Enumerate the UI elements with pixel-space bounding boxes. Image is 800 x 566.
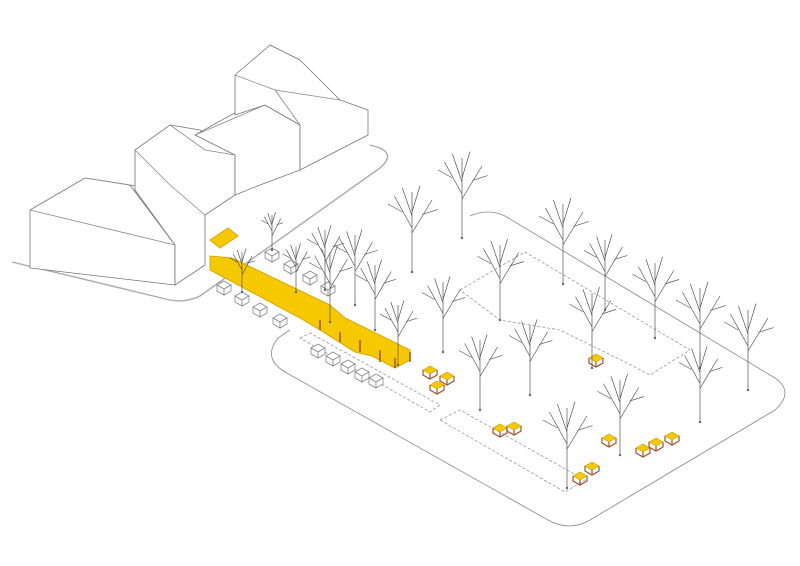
planter	[325, 351, 341, 367]
planter	[368, 373, 384, 389]
furniture-module	[492, 423, 508, 438]
tree	[379, 300, 418, 367]
tree	[421, 276, 466, 354]
tree	[306, 225, 345, 292]
planter	[252, 302, 268, 318]
planter	[302, 270, 318, 286]
dashed-zones	[299, 251, 691, 493]
planter	[340, 359, 356, 375]
buildings	[29, 44, 369, 286]
furniture-module	[601, 433, 617, 448]
tree	[675, 281, 726, 370]
tree	[261, 212, 284, 252]
furniture-module	[588, 353, 604, 368]
tree	[437, 151, 488, 240]
planter	[216, 280, 232, 296]
tree	[229, 248, 255, 294]
planter	[234, 291, 250, 307]
furniture-modules	[422, 353, 680, 486]
planters	[216, 247, 384, 389]
plaza-outline	[271, 211, 786, 527]
tree	[355, 259, 396, 332]
tree	[387, 185, 438, 274]
tree	[678, 346, 723, 424]
tree	[542, 401, 593, 490]
tree	[538, 197, 589, 286]
tree	[569, 286, 617, 370]
building-block-platform	[11, 144, 389, 302]
furniture-module	[422, 365, 438, 380]
planter	[310, 343, 326, 359]
furniture-module	[584, 461, 600, 476]
tree	[333, 229, 378, 307]
tree	[597, 373, 645, 457]
furniture-module	[439, 371, 455, 386]
tree	[477, 238, 525, 322]
tree	[458, 334, 503, 412]
furniture-module	[572, 471, 588, 486]
tree	[508, 319, 553, 397]
furniture-module	[635, 443, 651, 458]
furniture-module	[648, 437, 664, 452]
furniture-module	[664, 431, 680, 446]
tree	[282, 243, 311, 294]
furniture-module	[506, 421, 522, 436]
planter	[272, 313, 288, 329]
trees	[229, 151, 774, 490]
furniture-module	[429, 380, 445, 395]
planter	[264, 247, 280, 263]
tree	[583, 234, 628, 312]
tree	[723, 303, 774, 392]
planter	[354, 367, 370, 383]
tree	[632, 256, 680, 340]
